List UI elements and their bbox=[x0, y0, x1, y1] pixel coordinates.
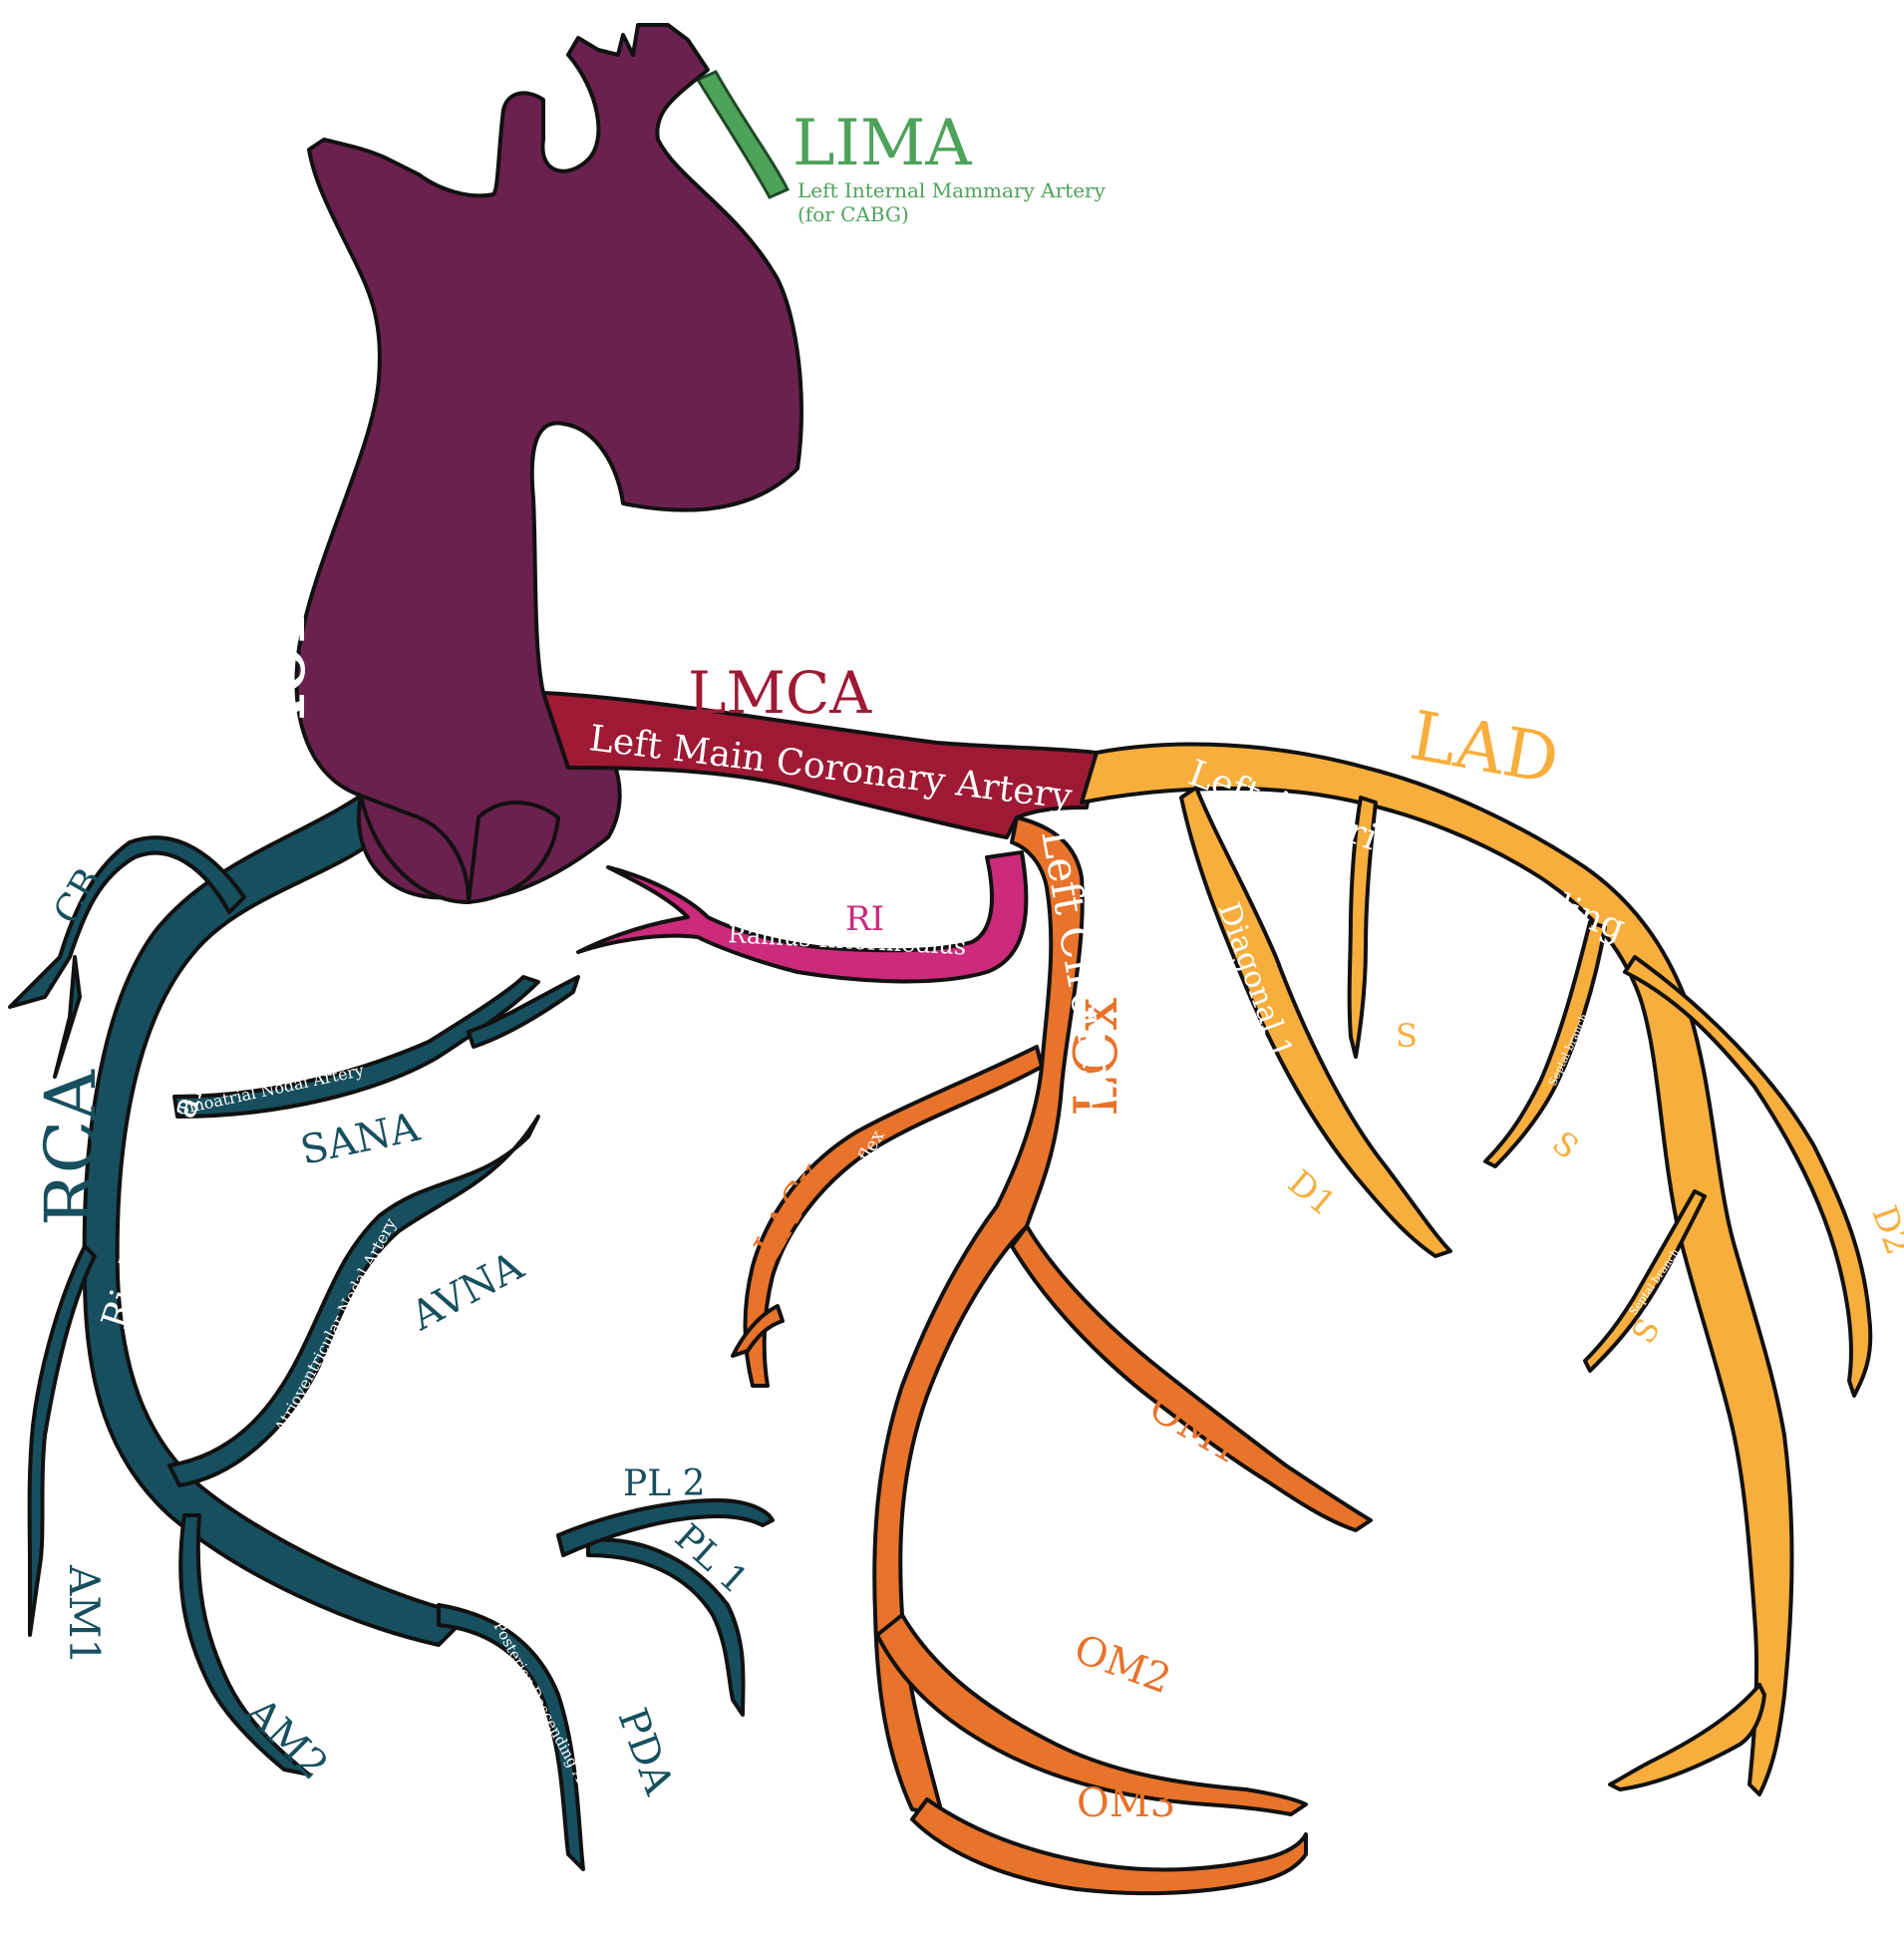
lad-vessel bbox=[1080, 742, 1794, 1796]
septal-3-vessel bbox=[1583, 1189, 1707, 1373]
avna-vessel bbox=[167, 1115, 540, 1487]
septal-2-vessel bbox=[1483, 920, 1607, 1168]
om2-abbr-label: OM2 bbox=[1069, 1626, 1177, 1703]
conus-branch-vessel bbox=[8, 835, 246, 1009]
rca-tree bbox=[8, 794, 775, 1871]
pl1-vessel bbox=[586, 1537, 746, 1717]
septal-1-vessel bbox=[1347, 796, 1378, 1059]
lima-abbr-label: LIMA bbox=[793, 107, 972, 180]
lcx-tree bbox=[731, 815, 1373, 1896]
pda-vessel bbox=[437, 1603, 585, 1871]
conus-branch-tip bbox=[53, 955, 82, 1079]
lima-note-label: (for CABG) bbox=[797, 202, 909, 226]
am1-abbr-label: AM1 bbox=[60, 1564, 109, 1665]
rca-abbr-label: RCA bbox=[30, 1069, 112, 1226]
septal-2-abbr-label: S bbox=[1545, 1124, 1586, 1166]
rca-vessel bbox=[82, 794, 471, 1647]
lima-vessel bbox=[695, 70, 791, 199]
septal-3-abbr-label: S bbox=[1624, 1312, 1668, 1350]
pda-abbr-label: PDA bbox=[609, 1703, 683, 1801]
lacx-vessel bbox=[743, 1045, 1044, 1388]
septal-1-full-label: Septal branch bbox=[1369, 897, 1382, 975]
d1-vessel bbox=[1179, 786, 1452, 1258]
lcx-abbr-label: LCx bbox=[1062, 997, 1131, 1117]
d2-abbr-label: D2 bbox=[1864, 1200, 1904, 1260]
sana-fork bbox=[467, 975, 580, 1049]
aorta-label: Aorta bbox=[225, 517, 325, 759]
ri-abbr-label: RI bbox=[845, 899, 884, 939]
lmca-abbr-label: LMCA bbox=[688, 659, 872, 727]
om2-vessel bbox=[875, 1613, 1308, 1816]
sana-vessel bbox=[172, 975, 540, 1119]
sana-abbr-label: SANA bbox=[297, 1105, 425, 1174]
am1-vessel bbox=[27, 1244, 97, 1637]
om1-vessel bbox=[1010, 1224, 1373, 1532]
om3-abbr-label: OM3 bbox=[1077, 1780, 1175, 1826]
septal-1-abbr-label: S bbox=[1396, 1017, 1418, 1055]
lmca-vessel bbox=[541, 691, 1099, 839]
lima-full-label: Left Internal Mammary Artery bbox=[797, 178, 1107, 202]
avna-abbr-label: AVNA bbox=[403, 1243, 531, 1341]
d1-abbr-label: D1 bbox=[1280, 1162, 1343, 1224]
lad-abbr-label: LAD bbox=[1405, 697, 1564, 801]
lad-tree bbox=[1080, 742, 1873, 1796]
lacx-fork bbox=[731, 1304, 785, 1358]
pl2-abbr-label: PL 2 bbox=[623, 1463, 705, 1504]
septal-3-full-label: Septal branch bbox=[1627, 1246, 1683, 1318]
aorta-sinus-right bbox=[467, 801, 560, 904]
avna-full-label: Atrioventricular Nodal Artery bbox=[270, 1215, 400, 1437]
pl2-vessel bbox=[556, 1498, 775, 1557]
om3-vessel bbox=[910, 1797, 1308, 1896]
d2-vessel bbox=[1623, 955, 1873, 1398]
lad-apex-branch bbox=[1608, 1683, 1766, 1791]
ri-vessel bbox=[576, 850, 1029, 984]
am2-vessel bbox=[178, 1513, 311, 1777]
pda-full-label: Posterior Descending Artery bbox=[489, 1618, 607, 1817]
